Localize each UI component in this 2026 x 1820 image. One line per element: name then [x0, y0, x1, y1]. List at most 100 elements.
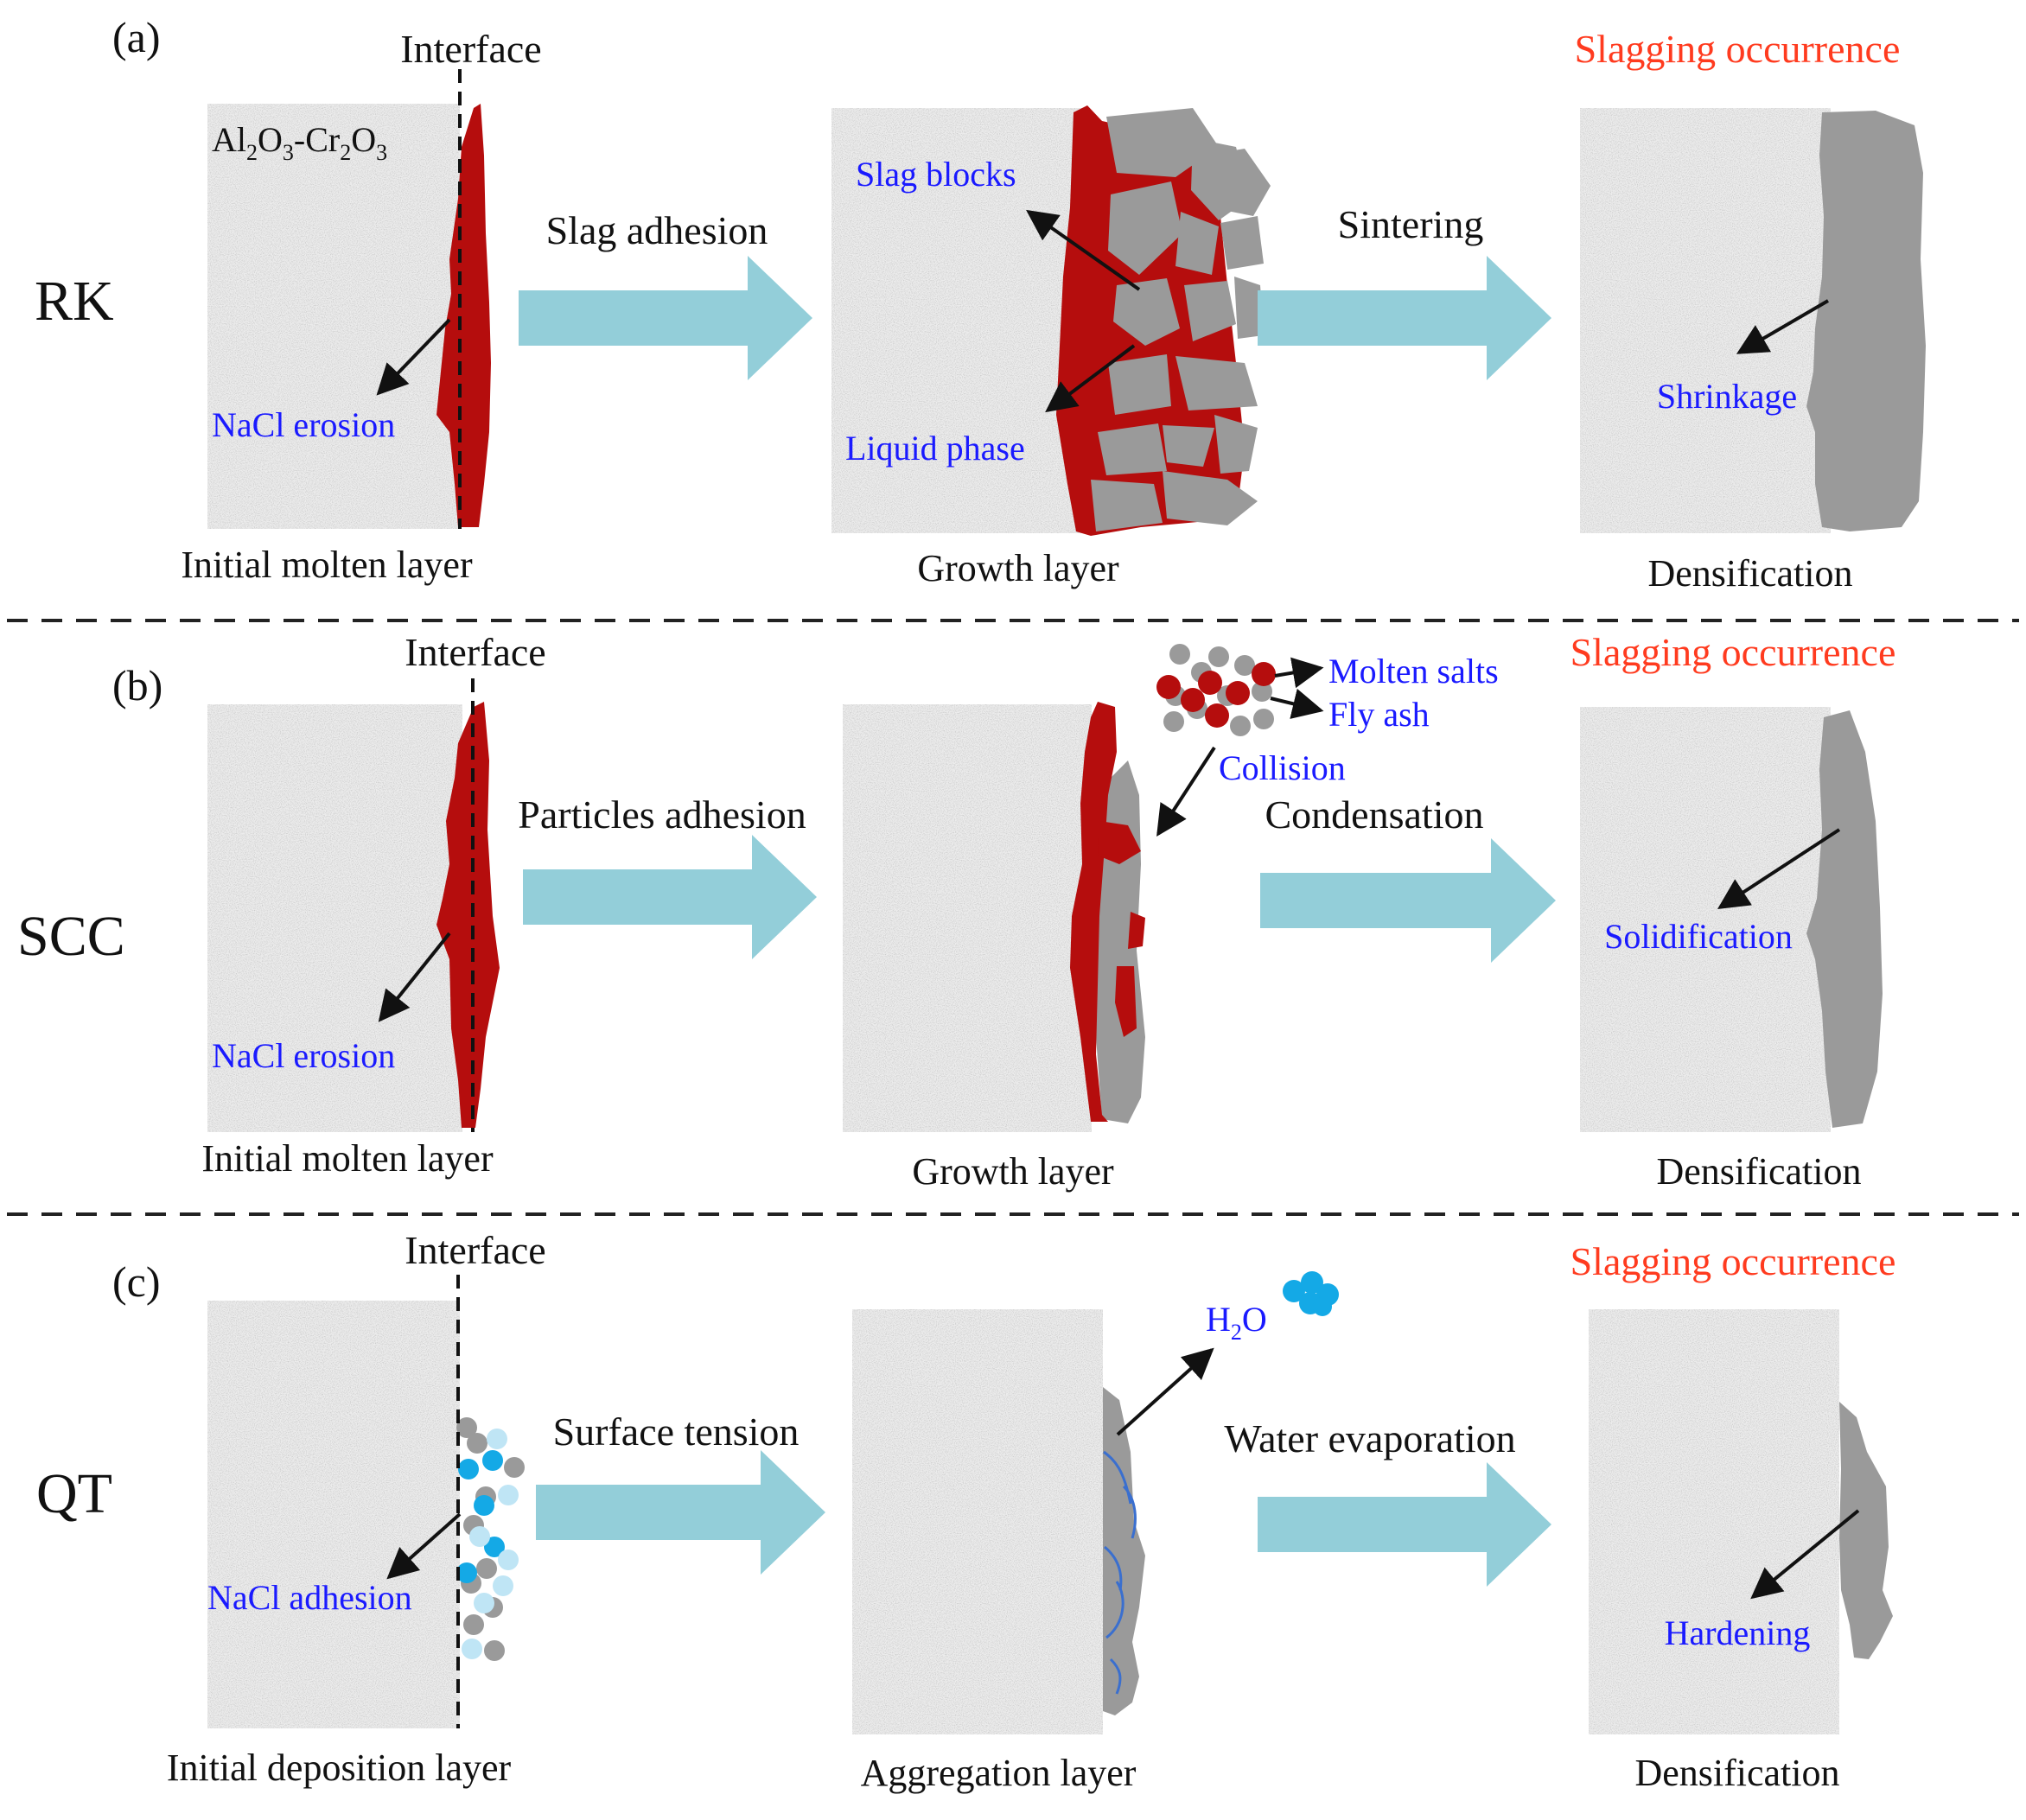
crack-line	[1109, 1658, 1122, 1695]
leader-shrinkage	[1736, 299, 1830, 354]
leader-collision	[1156, 746, 1216, 837]
molten-salt-layer-b2	[1070, 702, 1117, 1122]
row-label-rk: RK	[35, 270, 114, 333]
panel-tag-b: (b)	[112, 661, 162, 710]
water-droplet	[484, 1537, 505, 1557]
stage-c3: Hardening Densification	[1589, 1309, 1893, 1794]
solidification-label: Solidification	[1604, 917, 1793, 956]
dense-slag-b3	[1806, 710, 1883, 1128]
fly-ash-particle	[1169, 644, 1190, 665]
slag-block	[1214, 415, 1258, 474]
water-droplet-cluster	[1283, 1271, 1339, 1316]
water-droplet	[474, 1495, 494, 1516]
slag-block	[1175, 212, 1219, 275]
shrinkage-label: Shrinkage	[1657, 377, 1797, 416]
row-label-scc: SCC	[17, 905, 125, 968]
slagging-occurrence-a: Slagging occurrence	[1575, 27, 1901, 71]
stage-b3: Solidification Densification	[1580, 707, 1883, 1193]
caption-c2: Aggregation layer	[861, 1752, 1137, 1794]
panel-tag-c: (c)	[112, 1257, 161, 1306]
stage-b1: NaCl erosion Initial molten layer	[201, 678, 500, 1180]
hardening-label: Hardening	[1665, 1613, 1811, 1652]
caption-a2: Growth layer	[917, 547, 1119, 589]
fly-ash-particle	[1252, 681, 1272, 702]
water-droplet	[1301, 1271, 1323, 1294]
slag-block	[1163, 471, 1258, 525]
slagging-occurrence-c: Slagging occurrence	[1570, 1239, 1896, 1283]
water-droplet	[1283, 1280, 1305, 1302]
fly-ash-particle	[476, 1558, 497, 1579]
row-b: (b) Interface Slagging occurrence SCC Na…	[17, 630, 1895, 1193]
caption-b3: Densification	[1656, 1150, 1861, 1193]
crack-line	[1104, 1545, 1123, 1591]
h2o-label: H2O	[1206, 1300, 1267, 1345]
leader-nacl-adhesion	[386, 1512, 462, 1580]
fly-ash-particle	[1253, 709, 1274, 729]
material-label: Al2O3-Cr2O3	[212, 120, 387, 165]
molten-salt-particle	[1156, 675, 1181, 699]
process-arrow-c1	[536, 1450, 825, 1575]
crack-line	[1122, 1485, 1137, 1539]
step-label-condensation: Condensation	[1265, 792, 1484, 837]
slag-block	[1175, 356, 1258, 410]
water-droplet-faint	[493, 1575, 513, 1596]
liquid-phase-label: Liquid phase	[845, 429, 1025, 468]
slag-block	[1108, 354, 1171, 415]
water-droplet	[482, 1450, 503, 1471]
hardened-slag-c3	[1839, 1402, 1893, 1659]
fly-ash-particle	[1230, 716, 1251, 736]
step-label-surface-tension: Surface tension	[553, 1410, 800, 1454]
slag-block	[1091, 480, 1163, 531]
slag-block	[1220, 216, 1264, 270]
water-droplet-faint	[487, 1429, 507, 1449]
row-a: (a) Interface Slagging occurrence RK Al2…	[35, 13, 1926, 595]
water-droplet-faint	[469, 1526, 490, 1547]
water-droplet-faint	[498, 1485, 519, 1505]
water-droplet	[1313, 1297, 1332, 1316]
stage-c1: NaCl adhesion Initial deposition layer	[167, 1275, 525, 1789]
slag-blocks-label: Slag blocks	[856, 155, 1016, 194]
molten-layer-a1	[436, 104, 491, 527]
slag-block	[1113, 278, 1180, 346]
fly-ash-particle	[463, 1614, 484, 1635]
leader-liquid-phase	[1045, 344, 1136, 413]
stage-c2: H2O Aggregation layer	[852, 1271, 1339, 1794]
stage-a2: Slag blocks Liquid phase Growth layer	[831, 105, 1271, 589]
dense-slag-a3	[1806, 111, 1926, 531]
caption-b1: Initial molten layer	[201, 1137, 494, 1180]
caption-a1: Initial molten layer	[181, 544, 473, 586]
step-label-slag-adhesion: Slag adhesion	[546, 208, 768, 252]
leader-solidification	[1717, 828, 1841, 909]
water-droplet-faint	[474, 1593, 494, 1613]
aggregation-layer-c2	[1103, 1387, 1145, 1715]
molten-salt-particle	[1226, 681, 1250, 705]
slag-blocks-a2	[1091, 108, 1271, 531]
leader-nacl-erosion-b	[378, 932, 451, 1022]
molten-salt-particle	[1205, 703, 1229, 728]
deposit-particles	[456, 1417, 525, 1661]
fly-ash-particle	[467, 1433, 487, 1454]
nacl-erosion-label-a: NaCl erosion	[212, 405, 395, 444]
slag-block	[1106, 108, 1219, 177]
molten-salt-particle	[1198, 671, 1222, 695]
row-label-qt: QT	[36, 1462, 112, 1525]
row-c: (c) Interface Slagging occurrence QT	[36, 1228, 1895, 1794]
nacl-erosion-label-b: NaCl erosion	[212, 1036, 395, 1075]
molten-inclusion	[1098, 821, 1141, 864]
leader-slag-blocks	[1026, 209, 1141, 291]
molten-layer-b1	[436, 702, 500, 1128]
molten-salt-particle	[1252, 662, 1276, 686]
process-arrow-b1	[523, 835, 817, 959]
fly-ash-particle	[1163, 711, 1184, 732]
slag-block	[1203, 149, 1271, 216]
nacl-adhesion-label: NaCl adhesion	[207, 1578, 412, 1617]
process-arrow-a1	[519, 256, 812, 380]
fly-ash-particle	[484, 1640, 505, 1661]
collision-label: Collision	[1219, 748, 1346, 787]
molten-salt-particle	[1181, 688, 1205, 712]
fly-ash-particle	[1234, 655, 1255, 676]
slag-block	[1108, 181, 1182, 275]
slagging-occurrence-b: Slagging occurrence	[1570, 630, 1896, 674]
leader-nacl-erosion-a	[376, 318, 451, 396]
